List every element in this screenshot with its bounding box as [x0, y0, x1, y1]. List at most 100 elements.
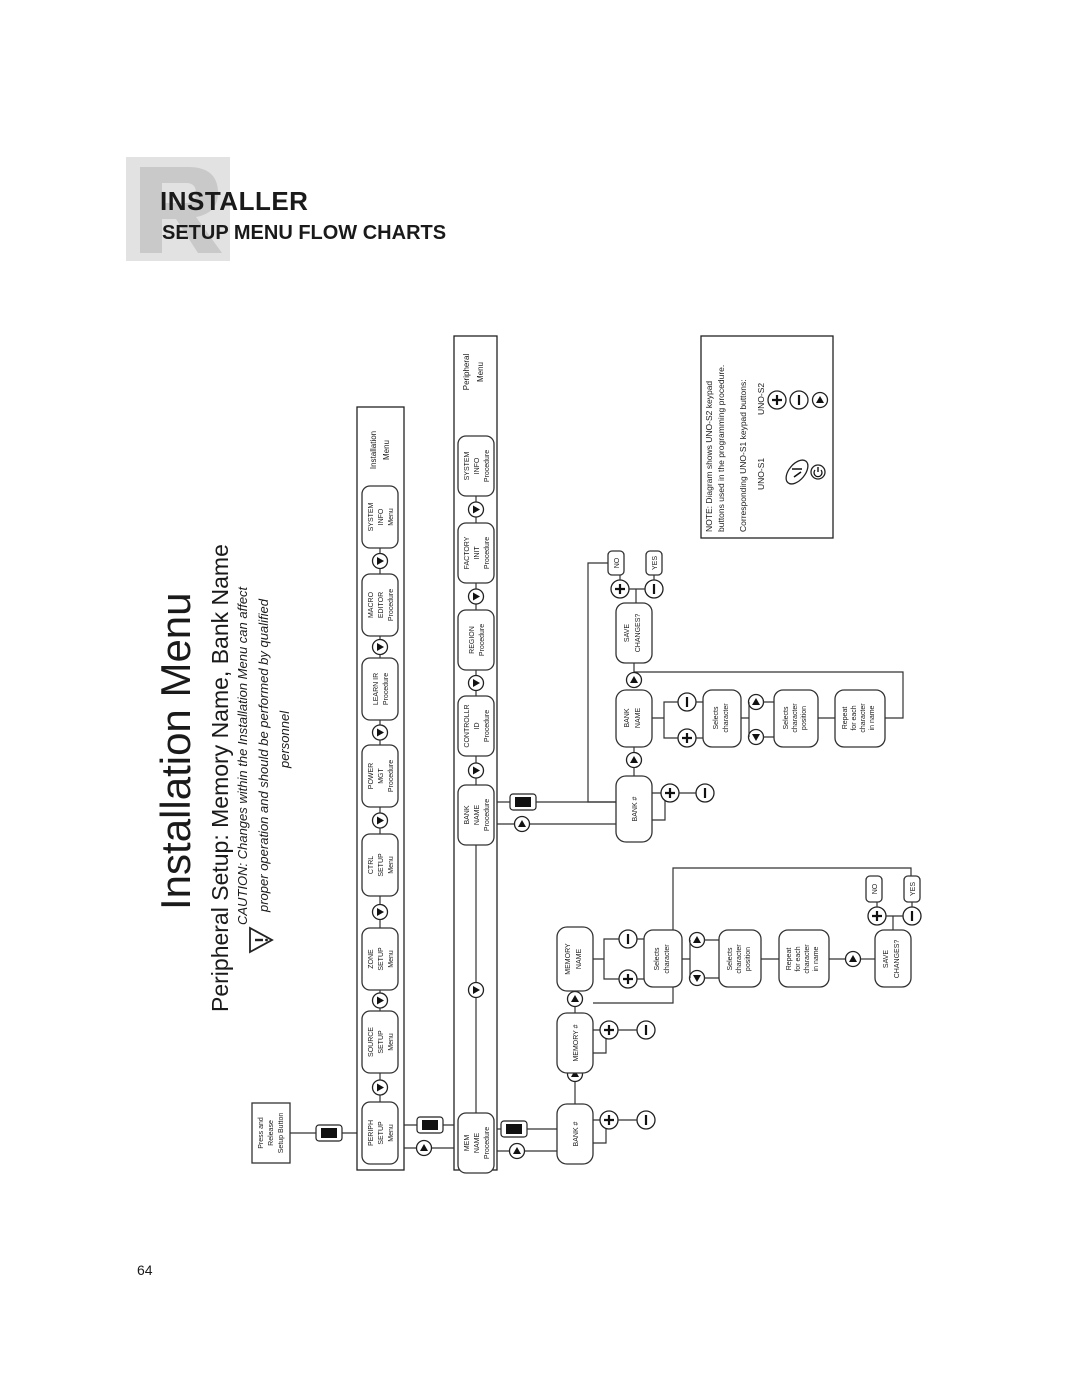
- installation-item-label: SOURCE: [368, 1027, 375, 1057]
- save-upper-1: SAVE: [624, 624, 631, 642]
- save-changes-box-lower: [874, 929, 912, 988]
- peripheral-item-label: ID: [474, 723, 481, 730]
- bank-number-upper-label: BANK #: [632, 796, 639, 821]
- installation-item-label: SYSTEM: [368, 502, 375, 531]
- down-arrow-icon: [467, 981, 485, 999]
- setup-button-icon: [500, 1120, 528, 1138]
- installation-item-label: Menu: [388, 508, 395, 526]
- installation-item-label: MACRO: [368, 591, 375, 618]
- down-arrow-icon: [467, 674, 485, 692]
- installation-item-label: POWER: [368, 763, 375, 789]
- save-lower-1: SAVE: [883, 950, 890, 968]
- brand-logo: [126, 157, 230, 261]
- repeat-upper-1: Repeat: [842, 707, 849, 730]
- peripheral-item-label: REGION: [469, 626, 476, 654]
- repeat-upper-4: in name: [869, 705, 876, 730]
- note-line-3: Corresponding UNO-S1 keypad buttons:: [738, 379, 748, 532]
- down-arrow-icon: [371, 903, 389, 921]
- installation-item-label: Menu: [388, 856, 395, 874]
- plus-button-icon: [617, 968, 639, 990]
- no-lower: NO: [872, 883, 879, 894]
- plus-button-icon: [598, 1019, 620, 1041]
- installation-item-label: MGT: [378, 768, 385, 784]
- down-arrow-icon: [688, 969, 706, 987]
- peripheral-menu-label-2: Menu: [476, 362, 485, 382]
- yes-upper: YES: [652, 556, 659, 570]
- down-arrow-icon: [371, 1079, 389, 1096]
- peripheral-item-label: Procedure: [484, 710, 491, 742]
- plus-button-icon: [676, 727, 698, 749]
- no-upper: NO: [614, 557, 621, 568]
- installation-item-label: CTRL: [368, 856, 375, 874]
- repeat-3: character: [804, 944, 811, 974]
- installation-item-label: LEARN IR: [373, 673, 380, 705]
- minus-button-icon: [676, 691, 698, 713]
- installation-item-label: SETUP: [378, 1121, 385, 1145]
- press-label-2: Release: [268, 1120, 275, 1146]
- down-arrow-icon: [371, 724, 389, 741]
- down-arrow-icon: [371, 552, 389, 570]
- bank-name-label-2: NAME: [635, 708, 642, 729]
- selects-char-2: character: [664, 944, 671, 974]
- no-box-lower: [865, 875, 883, 903]
- peripheral-item-label: NAME: [474, 805, 481, 826]
- installation-menu-label-2: Menu: [382, 440, 391, 460]
- peripheral-item-label: SYSTEM: [464, 451, 471, 480]
- up-arrow-icon: [513, 815, 531, 833]
- installation-item-label: INFO: [378, 508, 385, 525]
- installation-item-label: SETUP: [378, 1030, 385, 1054]
- installation-item-box: [361, 485, 399, 549]
- minus-button-icon: [643, 578, 665, 600]
- minus-button-icon: [635, 1019, 657, 1041]
- selects-char-upper-2: character: [723, 703, 730, 733]
- installation-item-label: Procedure: [388, 760, 395, 792]
- note-uno-s2: UNO-S2: [756, 383, 766, 415]
- installation-item-label: Menu: [388, 1033, 395, 1051]
- up-arrow-icon: [688, 931, 706, 949]
- repeat-upper-2: for each: [851, 705, 858, 730]
- peripheral-item-label: INFO: [474, 457, 481, 474]
- memory-name-box: [556, 926, 594, 992]
- caution-line-3: personnel: [277, 710, 292, 769]
- peripheral-item-label: Procedure: [484, 537, 491, 569]
- installation-item-label: Procedure: [388, 589, 395, 621]
- installation-item-label: EDITOR: [378, 592, 385, 618]
- selects-pos-upper-3: position: [801, 706, 808, 730]
- installation-menu-label-1: Installation: [369, 431, 378, 469]
- peripheral-item-label: MEM: [464, 1135, 471, 1152]
- peripheral-item-label: INIT: [474, 546, 481, 560]
- save-lower-2: CHANGES?: [894, 940, 901, 979]
- peripheral-item-label: NAME: [474, 1133, 481, 1154]
- caution-line-1: CAUTION: Changes within the Installation…: [235, 585, 250, 925]
- installation-item-label: Menu: [388, 950, 395, 968]
- down-arrow-icon: [371, 638, 389, 656]
- note-line-1: NOTE: Diagram shows UNO-S2 keypad: [704, 381, 714, 532]
- peripheral-menu-label-1: Peripheral: [462, 354, 471, 391]
- installation-item-box: [361, 657, 399, 721]
- section-subtitle: SETUP MENU FLOW CHARTS: [162, 222, 447, 244]
- up-arrow-icon: [844, 950, 862, 968]
- up-arrow-icon: [566, 990, 584, 1008]
- plus-button-icon: [659, 782, 681, 804]
- note-uno-s1: UNO-S1: [756, 458, 766, 490]
- minus-button-icon: [635, 1109, 657, 1131]
- peripheral-item-label: BANK: [464, 805, 471, 824]
- memory-number-label: MEMORY #: [573, 1024, 580, 1061]
- peripheral-item-label: Procedure: [479, 624, 486, 656]
- selects-pos-3: position: [745, 947, 752, 971]
- plus-button-icon: [866, 905, 888, 927]
- selects-pos-upper-2: character: [792, 703, 799, 733]
- page-number: 64: [137, 1262, 153, 1278]
- down-arrow-icon: [371, 992, 389, 1009]
- peripheral-item-label: CONTROLLR: [464, 704, 471, 747]
- installation-menu-frame: [356, 406, 405, 1171]
- note-box: [700, 335, 834, 539]
- setup-button-icon: [509, 793, 537, 811]
- installation-item-label: PERIPH: [368, 1120, 375, 1146]
- section-title: INSTALLER: [160, 186, 309, 216]
- up-arrow-icon: [811, 391, 829, 409]
- down-arrow-icon: [467, 501, 485, 518]
- repeat-4: in name: [813, 946, 820, 971]
